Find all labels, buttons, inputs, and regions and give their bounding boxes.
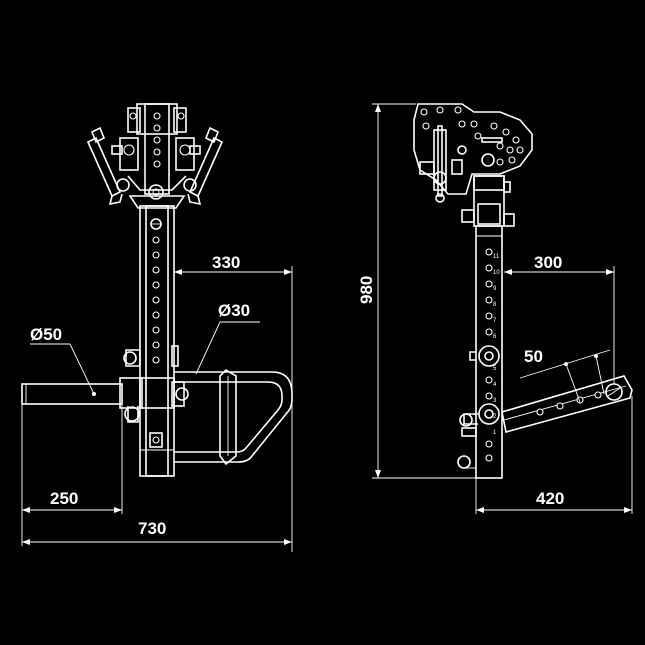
dim-bar-length: 250 (50, 489, 78, 508)
dim-arm-reach-side: 300 (534, 253, 562, 272)
side-head-plate (413, 103, 533, 203)
svg-text:3: 3 (493, 398, 497, 404)
svg-text:10: 10 (493, 270, 500, 276)
front-bar (21, 377, 189, 423)
dim-bar-diameter: Ø50 (30, 325, 62, 344)
svg-text:8: 8 (493, 302, 497, 308)
svg-text:2: 2 (493, 414, 497, 420)
svg-text:4: 4 (493, 382, 497, 388)
dim-overall-width: 730 (138, 519, 166, 538)
svg-text:11: 11 (493, 254, 500, 260)
front-view: 330 Ø30 Ø50 250 730 (21, 103, 293, 552)
dim-tube-diameter: Ø30 (218, 301, 250, 320)
front-inner-column (144, 103, 170, 195)
side-main-column: 11 10 9 8 7 6 5 4 3 2 1 (457, 175, 515, 479)
front-main-column (123, 205, 179, 477)
dim-arm-reach: 330 (212, 253, 240, 272)
front-tube-frame (174, 368, 293, 466)
svg-text:1: 1 (493, 430, 497, 436)
svg-text:6: 6 (493, 334, 497, 340)
side-view: 11 10 9 8 7 6 5 4 3 2 1 (357, 103, 633, 514)
column-numbers: 11 10 9 8 7 6 5 4 3 2 1 (493, 254, 500, 436)
svg-text:7: 7 (493, 318, 497, 324)
side-arm (501, 375, 633, 433)
dim-height: 980 (357, 276, 376, 304)
dim-hole-pitch: 50 (524, 347, 543, 366)
svg-text:5: 5 (493, 366, 497, 372)
front-dimensions: 330 Ø30 Ø50 250 730 (21, 253, 293, 552)
side-dimensions: 980 300 50 420 (357, 103, 633, 514)
dim-depth: 420 (536, 489, 564, 508)
front-head-assembly (86, 103, 224, 209)
svg-text:9: 9 (493, 286, 497, 292)
